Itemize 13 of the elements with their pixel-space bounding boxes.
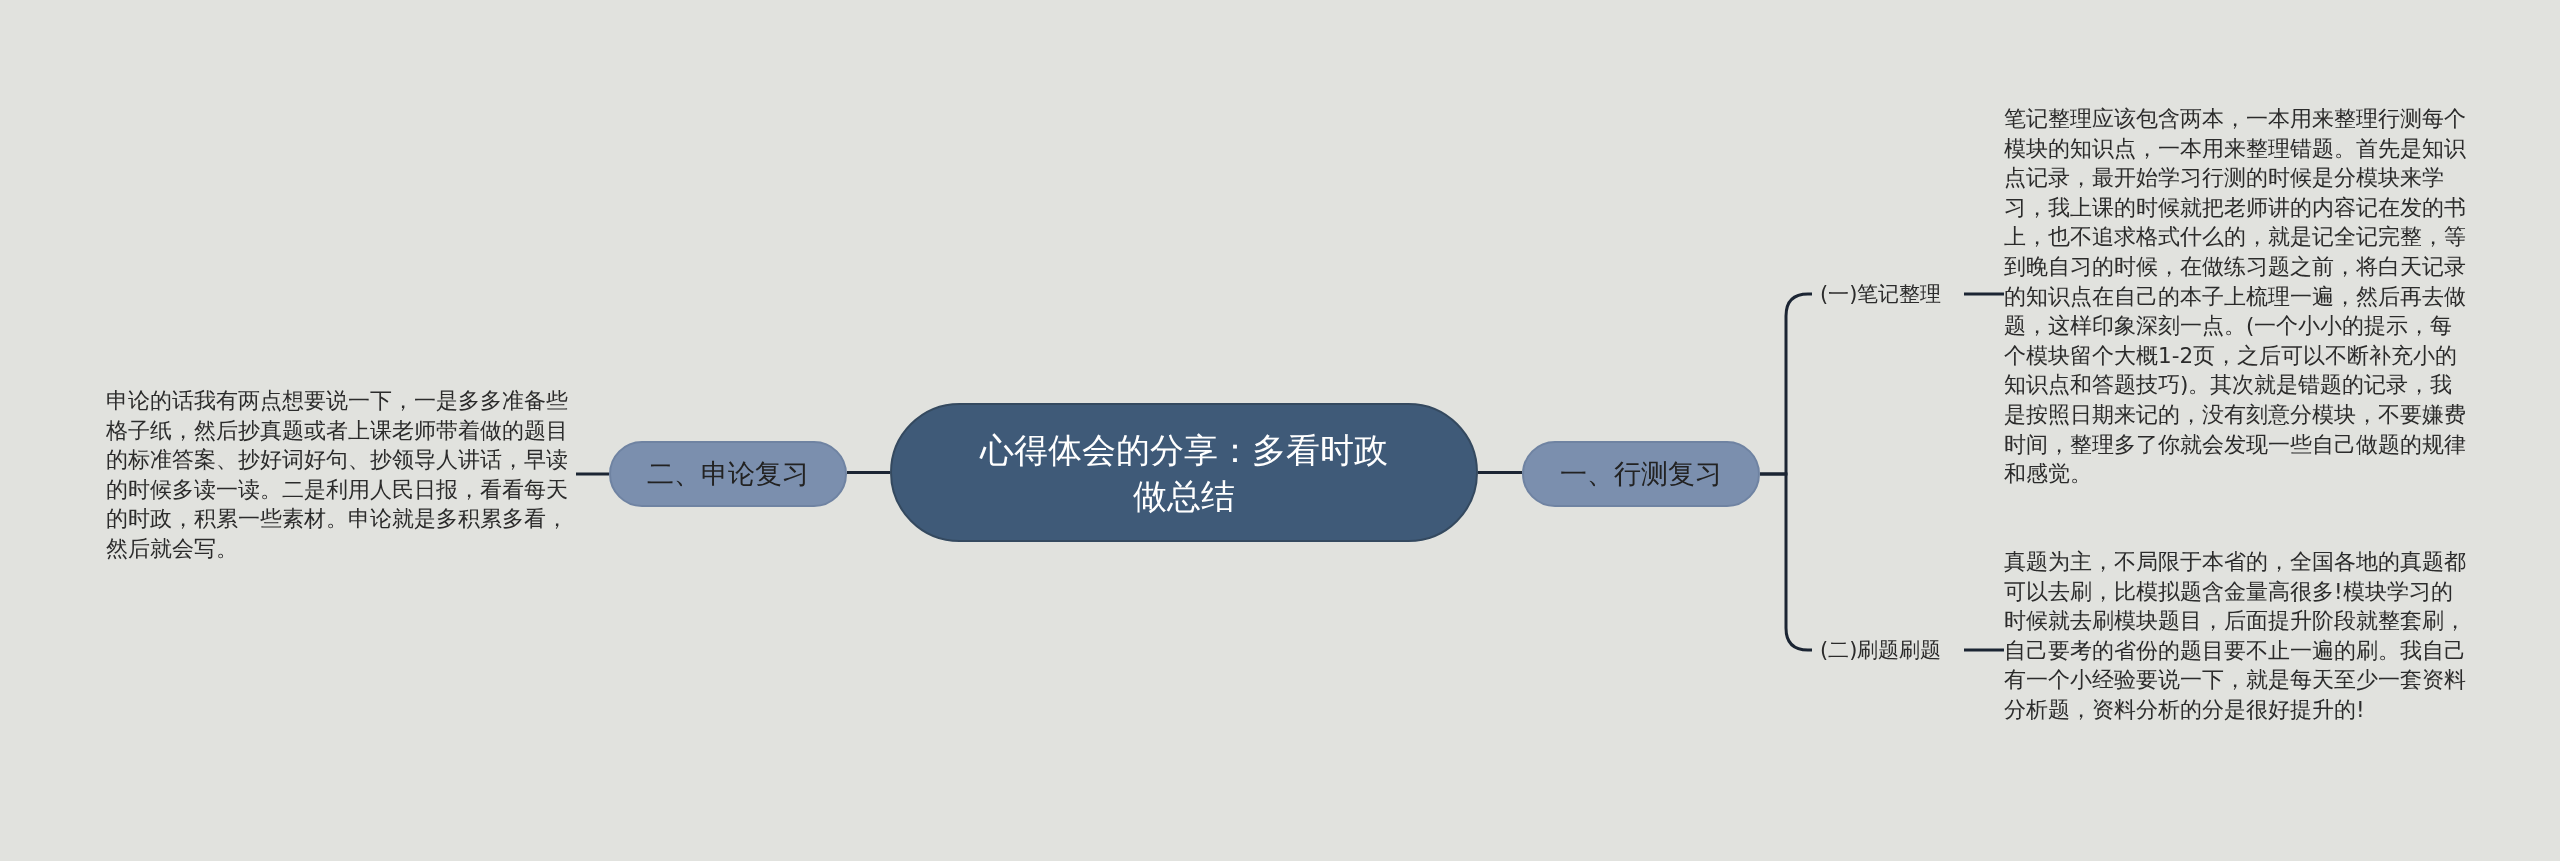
- connector-line: [576, 472, 609, 476]
- branch-pill: 二、申论复习: [609, 441, 847, 507]
- connector-line: [1478, 471, 1522, 474]
- note-text: 真题为主，不局限于本省的，全国各地的真题都可以去刷，比模拟题含金量高很多!模块学习的时候就去刷模块题目，后面提升阶段就整套刷，自己要考的省份的题目要不止一遍的刷。我自己有一个小经验要说一下，就是每天至少一套资料分析题，资料分析的分是很好提升的!: [2004, 547, 2474, 753]
- connector-line: [847, 471, 890, 474]
- topic-pill: 心得体会的分享：多看时政做总结: [890, 403, 1478, 542]
- subtopic-label: (二)刷题刷题: [1812, 635, 1964, 665]
- note-text: 申论的话我有两点想要说一下，一是多多准备些格子纸，然后抄真题或者上课老师带着做的题目的标准答案、抄好词好句、抄领导人讲话，早读的时候多读一读。二是利用人民日报，看看每天的时政，积累一些素材。申论就是多积累多看，然后就会写。: [106, 386, 576, 564]
- subtopic-label: (一)笔记整理: [1812, 279, 1964, 309]
- note-text: 笔记整理应该包含两本，一本用来整理行测每个模块的知识点，一本用来整理错题。首先是知识点记录，最开始学习行测的时候是分模块来学习，我上课的时候就把老师讲的内容记在发的书上，也不追求格式什么的，就是记全记完整，等到晚自习的时候，在做练习题之前，将白天记录的知识点在自己的本子上梳理一遍，然后再去做题，这样印象深刻一点。(一个小小的提示，每个模块留个大概1-2页，之后可以不断补充小的知识点和答题技巧)。其次就是错题的记录，我是按照日期来记的，没有刻意分模块，不要嫌费时间，整理多了你就会发现一些自己做题的规律和感觉。: [2004, 104, 2474, 486]
- connector-line: [1964, 648, 2004, 652]
- branch-pill: 一、行测复习: [1522, 441, 1760, 507]
- connector-line: [1964, 292, 2004, 296]
